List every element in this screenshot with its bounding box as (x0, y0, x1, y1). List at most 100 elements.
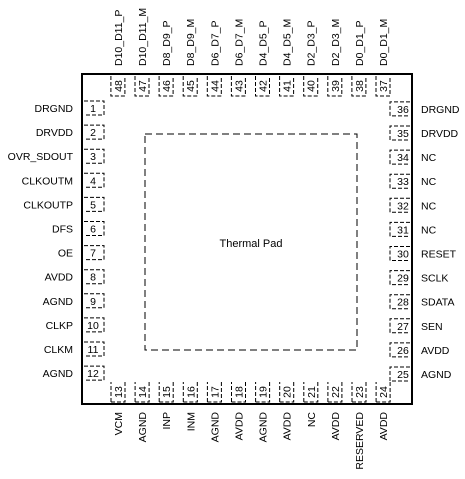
pin-label: OVR_SDOUT (8, 151, 74, 163)
pin-1: 1 DRGND (35, 100, 105, 116)
pin-label: D2_D3_P (306, 20, 318, 66)
pin-pad-shape (351, 76, 367, 97)
pin-pad-shape (327, 76, 343, 97)
pin-label: CLKOUTP (23, 199, 73, 211)
pin-number: 2 (90, 127, 96, 139)
pin-number: 4 (90, 175, 96, 187)
pin-number: 44 (209, 80, 221, 92)
pin-pad-shape (182, 76, 198, 97)
package-outline (81, 73, 413, 405)
pin-pad-shape (84, 317, 105, 333)
pin-pad-shape (158, 76, 174, 97)
pin-number: 10 (87, 320, 99, 332)
pin-pad-shape (84, 124, 105, 140)
pin-label: D2_D3_M (330, 19, 342, 66)
pin-pad-shape (84, 341, 105, 357)
pin-39: 39 D2_D3_M (327, 19, 343, 97)
pin-number: 15 (161, 386, 173, 398)
pin-number: 39 (330, 80, 342, 92)
pin-label: D6_D7_P (209, 20, 221, 66)
thermal-pad-outline (144, 133, 358, 351)
pin-label: D8_D9_M (185, 19, 197, 66)
pin-number: 31 (397, 224, 409, 236)
pin-label: NC (421, 200, 437, 212)
pin-number: 33 (397, 176, 409, 188)
pin-label: CLKOUTM (22, 175, 73, 187)
pin-pad-shape (84, 221, 105, 236)
pin-pad-shape (389, 366, 410, 382)
pin-number: 12 (87, 368, 99, 380)
pin-number: 48 (113, 80, 125, 92)
pin-number: 26 (397, 345, 409, 357)
pin-pad-shape (206, 76, 222, 97)
pin-number: 32 (397, 200, 409, 212)
pin-pad-shape (255, 76, 270, 97)
pin-label: D8_D9_P (161, 20, 173, 66)
pin-label: AVDD (330, 412, 342, 441)
pin-label: DFS (52, 224, 73, 236)
pin-number: 21 (306, 386, 318, 398)
pin-number: 3 (90, 151, 96, 163)
pin-number: 18 (234, 386, 246, 398)
pin-number: 34 (397, 152, 409, 164)
pin-label: INP (161, 412, 173, 430)
pin-label: D10_D11_P (113, 10, 125, 66)
pin-pad-shape (110, 382, 126, 403)
pin-pad-shape (327, 382, 343, 403)
pin-number: 47 (137, 80, 149, 92)
pin-47: 47 D10_D11_M (134, 8, 150, 97)
pin-label: AVDD (378, 412, 390, 441)
pin-number: 46 (161, 80, 173, 92)
pin-number: 37 (378, 80, 390, 92)
pin-pad-shape (389, 246, 410, 261)
pin-pad-shape (389, 270, 410, 286)
pin-pad-shape (389, 294, 410, 310)
pin-pad-shape (182, 382, 198, 403)
pin-pad-shape (389, 342, 410, 358)
pin-pad-shape (84, 269, 105, 285)
pin-pad-shape (84, 148, 105, 164)
pin-number: 16 (185, 386, 197, 398)
pin-number: 14 (137, 386, 149, 398)
pins: 1DRGND2DRVDD3OVR_SDOUT4CLKOUTM5CLKOUTP6D… (8, 8, 460, 470)
pin-number: 28 (397, 297, 409, 309)
pin-44: 44 D6_D7_P (206, 20, 222, 97)
pin-label: DRGND (35, 103, 74, 115)
pin-label: DRVDD (36, 127, 74, 139)
pin-label: DRVDD (421, 128, 459, 140)
pin-pad-shape (389, 197, 410, 213)
pin-label: INM (185, 412, 197, 431)
pin-pad-shape (158, 382, 174, 403)
pin-number: 1 (90, 103, 96, 115)
pin-pad-shape (206, 382, 222, 403)
pin-number: 30 (397, 249, 409, 261)
pin-pad-shape (389, 221, 410, 237)
pin-number: 43 (233, 80, 245, 92)
pin-pad-shape (84, 293, 105, 309)
pin-number: 45 (185, 80, 197, 92)
pin-32: 32 NC (389, 197, 437, 213)
pin-label: AVDD (282, 412, 294, 441)
pin-pad-shape (389, 125, 410, 141)
pin-pad-shape (110, 76, 126, 97)
pin-label: AGND (209, 412, 221, 443)
pin-number: 17 (209, 386, 221, 398)
pin-number: 19 (258, 386, 270, 398)
pin-label: D6_D7_M (233, 19, 245, 66)
pin-label: D10_D11_M (137, 8, 149, 66)
